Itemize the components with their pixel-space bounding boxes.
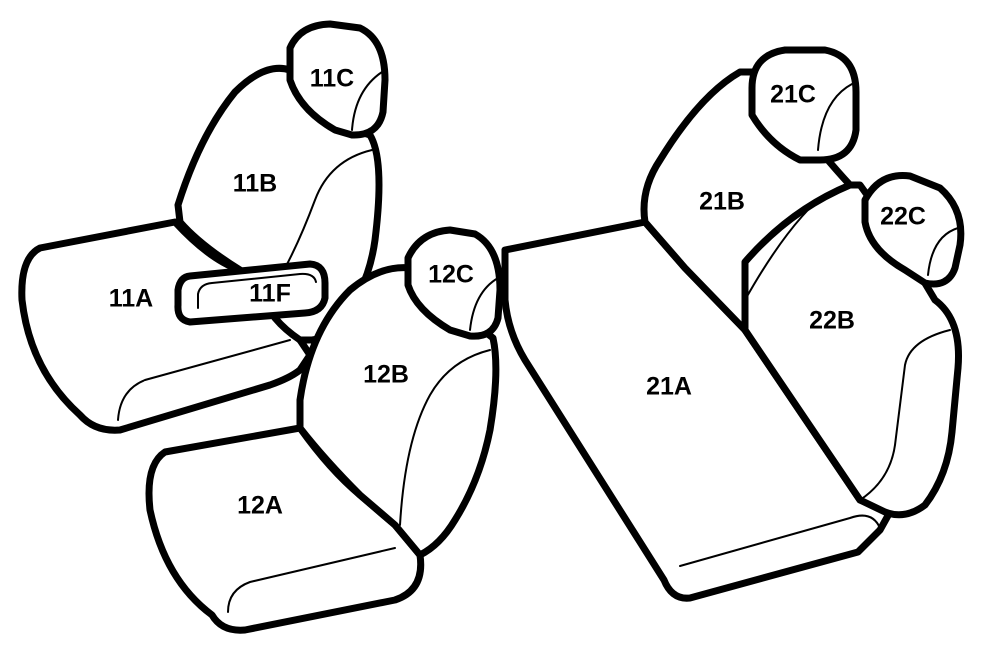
part-11c-seam [351,71,383,131]
part-labels: 11C 11B 11A 11F 12C 12B 12A 21C 21B 22C … [109,65,926,520]
part-12a-seam [227,547,396,613]
front-seat-11 [18,20,389,434]
part-11c-shape [286,20,389,139]
label-12a: 12A [237,492,283,520]
part-22b-side-seam [859,329,951,501]
part-22c-headrest [861,172,965,288]
label-11f: 11F [249,280,291,308]
part-12c-headrest [404,226,504,340]
label-21b: 21B [699,188,745,216]
rear-bench-seat [501,46,965,602]
label-12c: 12C [428,261,474,289]
part-11c-headrest [286,20,389,139]
part-21c-shape [748,46,860,164]
label-11c: 11C [310,65,354,93]
part-21c-headrest [748,46,860,164]
label-22b: 22B [809,307,855,335]
part-12c-seam [469,277,499,331]
label-11b: 11B [233,170,277,198]
label-21a: 21A [646,373,692,401]
part-22c-shape [861,172,965,288]
part-11a-seam [117,339,291,421]
label-12b: 12B [363,361,409,389]
part-11b-seam [284,149,373,269]
part-12b-seam [399,349,491,526]
part-12c-shape [404,226,504,340]
part-21c-seam [817,83,853,151]
label-22c: 22C [880,203,926,231]
label-21c: 21C [770,81,816,109]
part-11b-shape [174,64,383,344]
front-seat-12 [145,226,504,634]
part-21a-seam [679,514,881,567]
part-12b-shape [296,264,500,559]
part-22c-seam [927,227,959,276]
label-11a: 11A [109,285,153,313]
part-11f-armrest [174,260,329,326]
part-11f-shape [174,260,329,326]
part-11f-seam [197,272,317,309]
